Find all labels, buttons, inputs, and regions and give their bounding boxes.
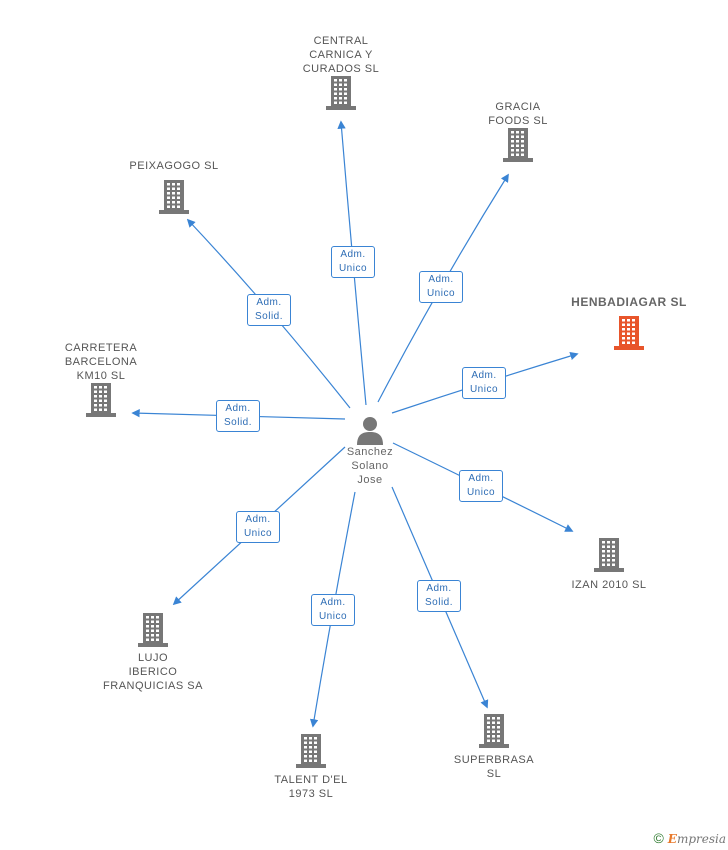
- building-highlight-icon: [614, 316, 644, 350]
- company-name: IZAN 2010 SL: [571, 579, 647, 591]
- company-name: CARRETERA BARCELONA KM10 SL: [64, 342, 138, 382]
- building-icon: [594, 538, 624, 572]
- company-node-lujo[interactable]: LUJO IBERICO FRANQUICIAS SA: [83, 613, 223, 693]
- person-node[interactable]: Sanchez Solano Jose: [330, 415, 410, 487]
- copyright-symbol: ©: [653, 830, 664, 846]
- building-icon: [138, 613, 168, 647]
- company-name: LUJO IBERICO FRANQUICIAS SA: [103, 652, 203, 692]
- footer-brand: ©Empresia: [653, 830, 726, 846]
- company-name: TALENT D'EL 1973 SL: [274, 774, 348, 800]
- brand-logo: Empresia: [667, 832, 726, 846]
- company-node-central[interactable]: CENTRAL CARNICA Y CURADOS SL: [271, 34, 411, 110]
- building-icon: [479, 714, 509, 748]
- company-node-carretera[interactable]: CARRETERA BARCELONA KM10 SL: [31, 341, 171, 417]
- building-icon: [296, 734, 326, 768]
- person-name: Sanchez Solano Jose: [346, 446, 394, 486]
- building-icon: [503, 128, 533, 162]
- relation-label-peixagogo[interactable]: Adm. Solid.: [247, 294, 291, 326]
- company-node-peixagogo[interactable]: PEIXAGOGO SL: [104, 159, 244, 214]
- company-node-henbadiagar[interactable]: HENBADIAGAR SL: [559, 295, 699, 350]
- relation-label-central[interactable]: Adm. Unico: [331, 246, 375, 278]
- company-name: GRACIA FOODS SL: [488, 101, 548, 127]
- building-icon: [86, 383, 116, 417]
- building-icon: [159, 180, 189, 214]
- person-icon: [357, 417, 383, 445]
- relation-label-izan[interactable]: Adm. Unico: [459, 470, 503, 502]
- relation-label-talent[interactable]: Adm. Unico: [311, 594, 355, 626]
- relation-label-gracia[interactable]: Adm. Unico: [419, 271, 463, 303]
- company-node-superbrasa[interactable]: SUPERBRASA SL: [424, 714, 564, 781]
- company-name: PEIXAGOGO SL: [129, 160, 219, 172]
- company-node-gracia[interactable]: GRACIA FOODS SL: [448, 100, 588, 162]
- company-name: HENBADIAGAR SL: [571, 295, 687, 309]
- company-node-izan[interactable]: IZAN 2010 SL: [539, 538, 679, 592]
- company-name: CENTRAL CARNICA Y CURADOS SL: [302, 35, 380, 75]
- company-node-talent[interactable]: TALENT D'EL 1973 SL: [241, 734, 381, 801]
- relation-label-superbrasa[interactable]: Adm. Solid.: [417, 580, 461, 612]
- relation-label-lujo[interactable]: Adm. Unico: [236, 511, 280, 543]
- building-icon: [326, 76, 356, 110]
- relation-label-carretera[interactable]: Adm. Solid.: [216, 400, 260, 432]
- relation-label-henbadiagar[interactable]: Adm. Unico: [462, 367, 506, 399]
- company-name: SUPERBRASA SL: [453, 754, 535, 780]
